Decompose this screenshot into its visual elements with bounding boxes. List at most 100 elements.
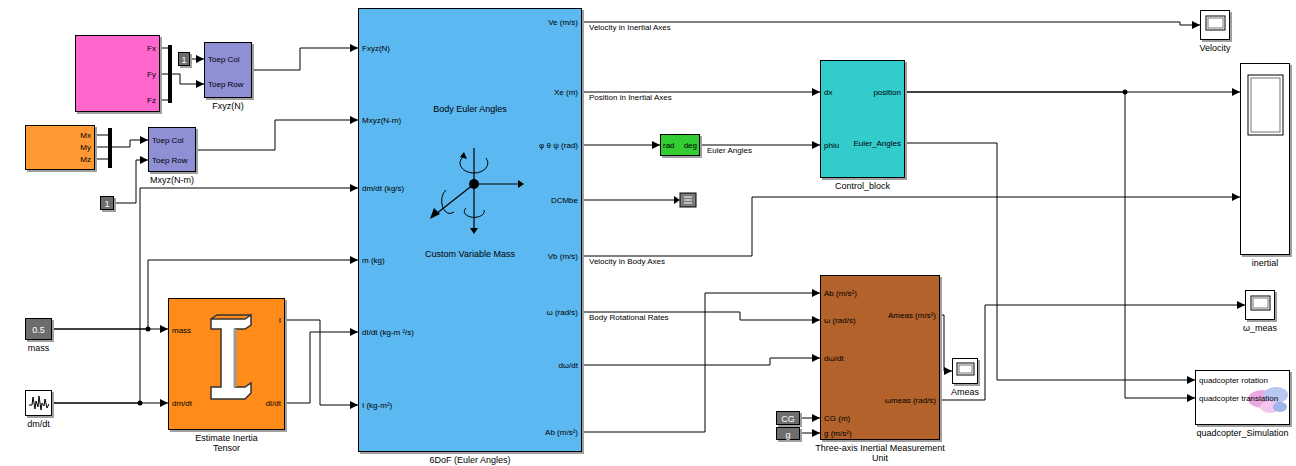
block-name: Control_block	[835, 181, 890, 191]
terminator-mark	[684, 200, 692, 201]
port-label: Fxyz(N)	[362, 45, 390, 53]
terminator-mark	[684, 203, 692, 204]
signal-name: Position in Inertial Axes	[588, 94, 673, 102]
port-label: φ θ ψ (rad)	[539, 142, 578, 150]
wire	[582, 200, 674, 201]
port-label: DCMbe	[551, 197, 578, 205]
port-label: Xe (m)	[554, 89, 578, 97]
signal-line	[190, 59, 204, 60]
scope-block: Velocity	[1200, 10, 1230, 40]
constant-block: 1	[100, 196, 114, 210]
input-block: MxMyMz	[25, 125, 95, 170]
signal-line	[285, 320, 358, 405]
signal-line	[582, 197, 1240, 256]
signal-name: Body Rotational Rates	[588, 314, 670, 322]
block-name: 6DoF (Euler Angles)	[429, 455, 510, 465]
input-block: FxFyFz	[75, 35, 160, 112]
block-name: Estimate Inertia Tensor	[182, 433, 272, 454]
port-label: m (kg)	[362, 257, 385, 265]
signal-line	[95, 140, 148, 147]
block-name: Velocity	[1199, 43, 1230, 53]
block-name: Mxyz(N-m)	[150, 175, 194, 185]
port-label: Toep Col	[208, 56, 240, 64]
signal-line	[940, 315, 952, 371]
simulation-block: quadcopter rotationquadcopter translatio…	[1195, 370, 1290, 425]
signal-line	[285, 332, 358, 403]
port-label: ω (rad/s)	[824, 317, 856, 325]
axes-symbol	[424, 144, 524, 234]
port-label: g (m/s²)	[824, 430, 852, 438]
port-label: I (kg-m²)	[362, 402, 392, 410]
imu-block: Ab (m/s²)ω (rad/s)dω/dtCG (m)g (m/s²)Ame…	[820, 275, 940, 440]
port-label: Fy	[147, 71, 156, 79]
arrow-head	[674, 196, 680, 204]
block-text: g	[776, 429, 800, 439]
signal-symbol	[28, 393, 50, 414]
port-label: Ab (m/s²)	[545, 429, 578, 437]
port-label: Ve (m/s)	[548, 19, 578, 27]
signal-line	[582, 22, 1200, 25]
constant-block: CG	[776, 411, 800, 425]
constant-block: 0.5mass	[25, 318, 52, 340]
port-label: phiu	[824, 142, 839, 150]
block-name: mass	[28, 343, 50, 353]
signal-line	[582, 293, 820, 432]
scope-screen	[956, 362, 975, 380]
port-label: rad	[663, 142, 675, 150]
block-text: 0.5	[25, 325, 52, 335]
signal-line	[196, 120, 358, 150]
port-label: dx	[824, 89, 832, 97]
port-label: Euler_Angles	[853, 140, 901, 148]
constant-block: 1	[178, 52, 190, 66]
constant-block: g	[776, 427, 800, 440]
signal-line	[252, 48, 358, 70]
port-label: CG (m)	[824, 415, 850, 423]
block-text: 1	[100, 199, 114, 209]
block-name: ω_meas	[1243, 323, 1277, 333]
block-name: Ameas	[951, 387, 979, 397]
port-label: Fz	[147, 97, 156, 105]
port-label: quadcopter translation	[1199, 395, 1278, 403]
signal-name: Euler Angles	[706, 147, 753, 155]
signal-line	[582, 145, 660, 146]
port-label: deg	[684, 142, 697, 150]
scope-screen	[1205, 15, 1226, 35]
wire	[95, 135, 108, 136]
block-text: 1	[178, 55, 190, 65]
mux-bar	[108, 128, 112, 168]
port-label: Fx	[147, 45, 156, 53]
port-label: Ab (m/s²)	[824, 290, 857, 298]
port-label: Toep Col	[152, 137, 184, 145]
block-name: quadcopter_Simulation	[1196, 428, 1288, 438]
subsystem-block: massdm/dtIdI/dtEstimate Inertia Tensor	[168, 298, 285, 430]
signal-block: dm/dt	[25, 390, 52, 416]
scope-block: ω_meas	[1245, 290, 1275, 320]
block-name: Three-axis Inertial Measurement Unit	[815, 443, 945, 464]
signal-line	[700, 145, 820, 146]
wire	[160, 48, 168, 49]
signal-name: Velocity in Inertial Axes	[588, 24, 672, 32]
port-label: Toep Row	[208, 81, 244, 89]
sixdof-block: Fxyz(N) Mxyz(N-m) dm/dt (kg/s) m (kg) dI/dt …	[358, 8, 582, 452]
port-label: dω/dt	[558, 362, 578, 370]
port-label: Mxyz(N-m)	[362, 117, 401, 125]
toeplitz-block: Toep ColToep RowMxyz(N-m)	[148, 127, 196, 172]
signal-line	[905, 92, 1195, 398]
signal-line	[582, 92, 820, 93]
port-label: dI/dt	[265, 400, 281, 408]
wire	[160, 100, 168, 101]
port-label: dI/dt (kg-m ²/s)	[362, 329, 414, 337]
port-label: ωmeas (rad/s)	[885, 397, 936, 405]
port-label: dm/dt	[172, 400, 192, 408]
conversion-block: rad deg	[660, 134, 700, 156]
block-text: Body Euler Angles	[425, 104, 515, 114]
scope-screen	[1247, 74, 1284, 144]
scope-screen	[1250, 295, 1271, 315]
signal-line	[800, 433, 820, 434]
port-label: Ameas (m/s²)	[888, 312, 936, 320]
port-label: dm/dt (kg/s)	[362, 185, 404, 193]
port-label: My	[80, 144, 91, 152]
subsystem-block: dxphiupositionEuler_AnglesControl_block	[820, 60, 905, 178]
inertia-symbol	[205, 313, 253, 405]
block-text: Custom Variable Mass	[425, 249, 515, 259]
